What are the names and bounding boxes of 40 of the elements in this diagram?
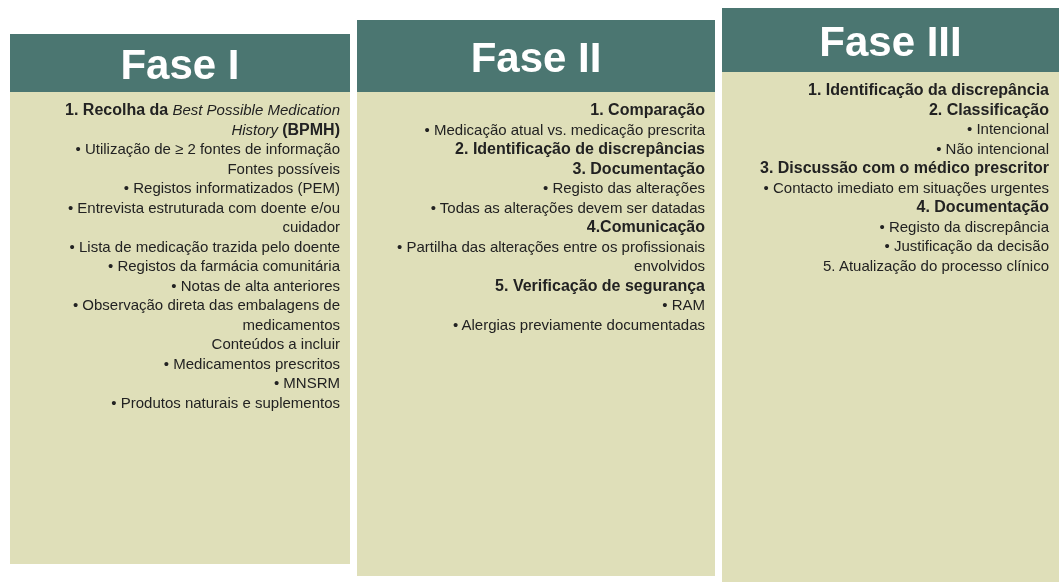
- panel-text: • Registos da farmácia comunitária: [106, 256, 341, 276]
- phase-header: Fase II: [357, 20, 715, 92]
- panel-text: 4. Documentação: [915, 197, 1050, 217]
- panel-text: • Partilha das alterações entre os profissionais envolvidos: [396, 236, 706, 276]
- panel-text: • Notas de alta anteriores: [170, 275, 341, 295]
- phase-panel: [10, 34, 350, 564]
- panel-text: 1. Recolha da Best Possible Medication History (BPMH): [64, 100, 341, 139]
- panel-text: • Medicamentos prescritos: [162, 353, 341, 373]
- panel-text: • Observação direta das embalagens de medicamentos: [71, 295, 341, 334]
- panel-text: 4.Comunicação: [585, 217, 706, 237]
- panel-text: • Intencional: [966, 119, 1050, 139]
- panel-text: • Não intencional: [935, 138, 1050, 158]
- panel-text: • Produtos naturais e suplementos: [110, 392, 341, 412]
- phase-header: Fase III: [722, 8, 1059, 72]
- panel-text: Fontes possíveis: [226, 158, 341, 178]
- panel-text: 1. Identificação da discrepância: [807, 80, 1050, 100]
- panel-text: 2. Identificação de discrepâncias: [454, 139, 706, 159]
- panel-text: • Alergias previamente documentadas: [451, 314, 706, 334]
- panel-text: 1. Comparação: [589, 100, 706, 120]
- phase-panel: [357, 20, 715, 576]
- phase-panel: [722, 8, 1059, 582]
- panel-text: 3. Documentação: [571, 158, 706, 178]
- panel-text: • Utilização de ≥ 2 fontes de informação: [74, 139, 341, 159]
- panel-text: • Medicação atual vs. medicação prescrita: [423, 119, 706, 139]
- panel-text: • Todas as alterações devem ser datadas: [429, 197, 706, 217]
- panel-text: • Lista de medicação trazida pelo doente: [68, 236, 341, 256]
- phase-header: Fase I: [10, 34, 350, 92]
- panel-text: 5. Verificação de segurança: [494, 275, 706, 295]
- panel-text: • Entrevista estruturada com doente e/ou cuidador: [66, 197, 341, 237]
- panel-text: • Registo das alterações: [542, 178, 706, 198]
- panel-text: • RAM: [661, 295, 706, 315]
- panel-text: 3. Discussão com o médico prescritor: [759, 158, 1050, 178]
- panel-text: • Registo da discrepância: [878, 216, 1050, 236]
- panel-text: • MNSRM: [272, 373, 341, 393]
- panel-text: Conteúdos a incluir: [210, 334, 341, 354]
- panel-text: • Justificação da decisão: [883, 236, 1050, 256]
- panel-text: • Registos informatizados (PEM): [122, 178, 341, 198]
- panel-text: • Contacto imediato em situações urgentes: [762, 177, 1050, 197]
- panel-text: 2. Classificação: [927, 99, 1050, 119]
- panel-text: 5. Atualização do processo clínico: [822, 255, 1050, 275]
